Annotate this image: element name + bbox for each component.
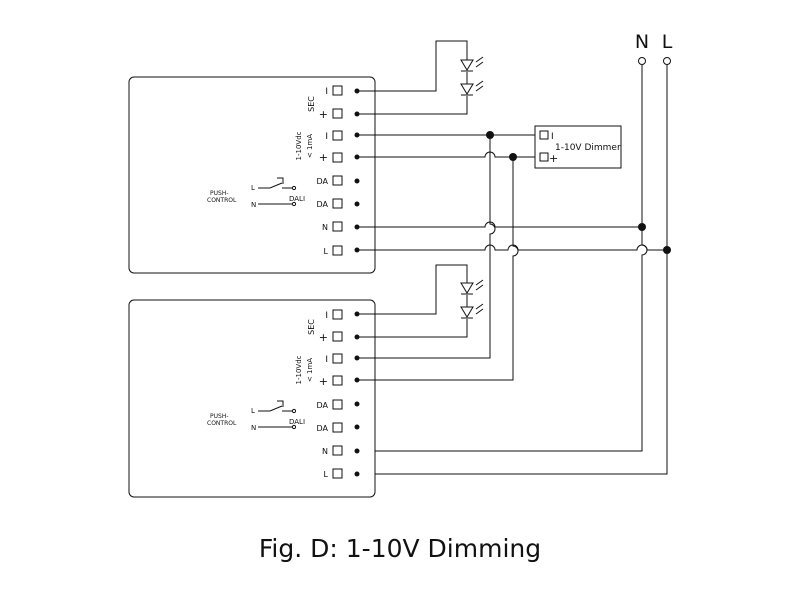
mains-live-label: L (662, 31, 673, 53)
driver-1-da2: DA (317, 200, 329, 209)
driver-2-push-n: N (251, 424, 256, 432)
driver-1-push-term-1 (291, 185, 297, 191)
driver-2-dim-label-1: 1-10Vdc (295, 355, 303, 384)
driver-2-dot-l (354, 471, 360, 477)
led-string-2 (357, 264, 484, 338)
driver-1-terminal-da2 (332, 198, 343, 209)
dimmer-housing (534, 125, 622, 169)
driver-2-da1: DA (317, 401, 329, 410)
dim-plus-junction (509, 153, 517, 161)
driver-1-live-feed (357, 244, 667, 251)
driver-1-sec-plus: + (319, 108, 328, 121)
driver-1-dim-label-1: 1-10Vdc (295, 131, 303, 160)
driver-2-terminal-l (332, 468, 343, 479)
driver-1-push-n: N (251, 201, 256, 209)
mains-neutral-label: N (635, 31, 649, 53)
led-1b-diode (460, 83, 474, 96)
driver-1-n: N (322, 223, 328, 232)
driver-2-dot-n (354, 448, 360, 454)
dim-minus-drop (357, 135, 496, 359)
dimmer-label: 1-10V Dimmer (555, 143, 621, 153)
driver-1-dim-label-2: < 1mA (306, 134, 314, 158)
neutral-junction (638, 223, 646, 231)
figure-caption: Fig. D: 1-10V Dimming (258, 534, 542, 563)
driver-2-terminal-da2 (332, 422, 343, 433)
led-string-2-wire (357, 264, 468, 338)
driver-1-l: L (324, 247, 329, 256)
driver-2-sec-plus: + (319, 331, 328, 344)
driver-2-push-label-1: PUSH- (210, 413, 229, 420)
driver-2-terminal-da1 (332, 399, 343, 410)
driver-1-dot-da1 (354, 178, 360, 184)
driver-1-housing (128, 76, 376, 274)
dimmer-minus-label: I (551, 132, 554, 142)
live-junction (663, 246, 671, 254)
mains-neutral-terminal (638, 57, 646, 65)
driver-1-sec-minus: I (325, 87, 328, 97)
driver-1-sec-label: SEC (307, 96, 316, 112)
driver-2-push-l: L (251, 407, 255, 415)
led-2b-arrows (475, 303, 484, 315)
driver-2-da2: DA (317, 424, 329, 433)
mains-live-terminal (663, 57, 671, 65)
mains-neutral-wire (357, 65, 648, 452)
driver-2-push-term-2 (291, 424, 297, 430)
driver-2: SEC 1-10Vdc < 1mA I + I + DA DA N L PUSH… (128, 299, 376, 498)
driver-2-l: L (324, 470, 329, 479)
driver-1-dim-plus: + (319, 151, 328, 164)
dim-plus-drop (357, 157, 519, 381)
led-2a-diode (460, 282, 474, 295)
driver-1-terminal-dim-plus (332, 152, 343, 163)
driver-1: SEC 1-10Vdc < 1mA I + I + DA DA N L PUSH… (128, 76, 376, 274)
driver-1-push-switch (258, 177, 293, 205)
driver-1-terminal-l (332, 245, 343, 256)
led-string-1 (357, 40, 484, 115)
driver-1-dali: DALI (289, 195, 305, 203)
driver-1-terminal-sec-minus (332, 85, 343, 96)
led-1a-arrows (475, 56, 484, 68)
driver-2-n: N (322, 447, 328, 456)
driver-1-neutral-feed (357, 221, 642, 228)
driver-2-housing (128, 299, 376, 498)
dimmer: I + 1-10V Dimmer (534, 125, 622, 169)
led-1b-arrows (475, 80, 484, 92)
driver-2-terminal-sec-plus (332, 331, 343, 342)
driver-1-push-label-2: CONTROL (207, 197, 237, 204)
driver-2-dim-plus: + (319, 375, 328, 388)
mains-live-wire (357, 65, 668, 475)
driver-2-push-label-2: CONTROL (207, 420, 237, 427)
dim-minus-junction (486, 131, 494, 139)
driver-1-terminal-dim-minus (332, 130, 343, 141)
driver-2-dot-da2 (354, 424, 360, 430)
driver-2-sec-label: SEC (307, 319, 316, 335)
driver-2-dali: DALI (289, 418, 305, 426)
led-1a-diode (460, 59, 474, 72)
driver-2-terminal-n (332, 445, 343, 456)
led-2b-diode (460, 306, 474, 319)
driver-2-terminal-sec-minus (332, 309, 343, 320)
driver-1-terminal-sec-plus (332, 108, 343, 119)
driver-1-push-term-2 (291, 201, 297, 207)
driver-1-dim-minus: I (325, 132, 328, 142)
dimmer-plus-label: + (549, 152, 558, 165)
driver-2-dot-da1 (354, 401, 360, 407)
dimmer-terminal-plus (539, 152, 549, 162)
driver-2-terminal-dim-minus (332, 353, 343, 364)
driver-1-push-l: L (251, 184, 255, 192)
driver-1-da1: DA (317, 177, 329, 186)
driver-2-dim-label-2: < 1mA (306, 358, 314, 382)
driver-2-terminal-dim-plus (332, 375, 343, 386)
dimmer-terminal-minus (539, 130, 549, 140)
driver-1-push-label-1: PUSH- (210, 190, 229, 197)
driver-1-dot-da2 (354, 201, 360, 207)
driver-1-terminal-da1 (332, 175, 343, 186)
led-string-1-wire (357, 40, 468, 115)
led-2a-arrows (475, 279, 484, 291)
driver-2-dim-minus: I (325, 355, 328, 365)
driver-2-push-switch (258, 400, 293, 428)
driver-2-push-term-1 (291, 408, 297, 414)
driver-2-sec-minus: I (325, 311, 328, 321)
driver-1-terminal-n (332, 221, 343, 232)
